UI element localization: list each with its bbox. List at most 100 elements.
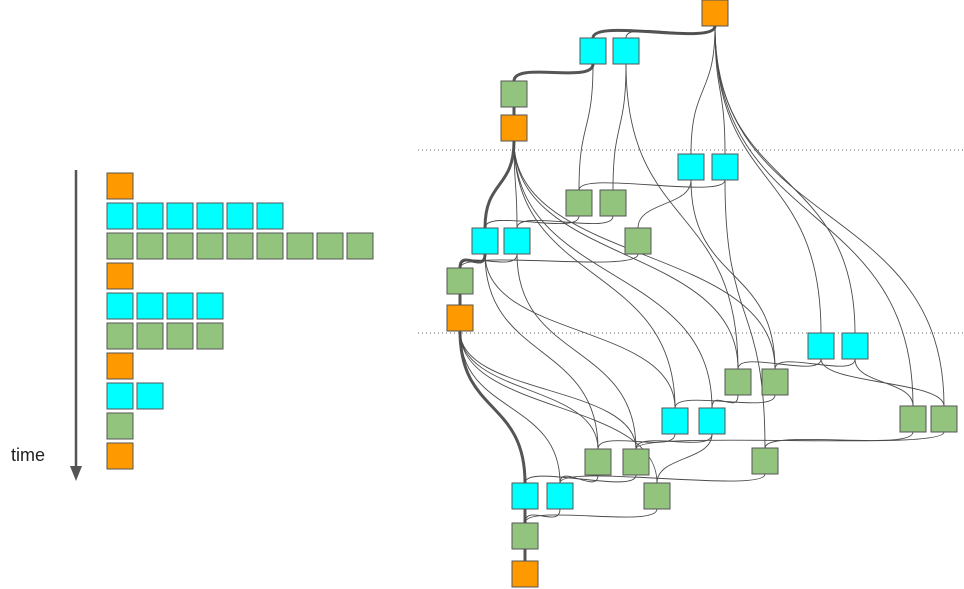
tree-edge [484, 253, 599, 450]
tree-node-green [622, 448, 650, 476]
tree-edge [774, 358, 856, 370]
tree-node-green [599, 189, 627, 217]
timeline-block-orange [106, 262, 134, 290]
tree-node-green [724, 368, 752, 396]
tree-edge [513, 140, 776, 370]
timeline-block-cyan [166, 202, 194, 230]
main-path-edge [483, 140, 516, 229]
timeline-block-green [196, 232, 224, 260]
timeline-block-green [166, 322, 194, 350]
timeline-block-green [346, 232, 374, 260]
main-path-edge [512, 63, 595, 82]
tree-edge [854, 358, 914, 407]
tree-edges [458, 25, 945, 561]
tree-node-cyan [841, 332, 869, 360]
tree-edge [524, 474, 637, 484]
tree-node-orange [701, 0, 729, 27]
timeline-block-orange [106, 172, 134, 200]
tree-node-cyan [503, 227, 531, 255]
tree-node-green [643, 482, 671, 510]
tree-edge [597, 433, 676, 450]
tree-edge [524, 508, 561, 524]
tree-node-orange [511, 560, 539, 588]
tree-edge [674, 394, 776, 409]
tree-node-green [751, 447, 779, 475]
tree-edge [559, 473, 766, 484]
tree-edge [714, 25, 914, 407]
tree-node-cyan [612, 37, 640, 65]
tree-node-green [500, 80, 528, 108]
tree-edge [516, 215, 614, 229]
tree-node-green [930, 405, 958, 433]
timeline-block-green [106, 232, 134, 260]
timeline-block-green [316, 232, 344, 260]
tree-edge [578, 179, 726, 191]
timeline-grid [106, 172, 374, 470]
tree-edge [484, 215, 580, 229]
tree-node-green [511, 522, 539, 550]
tree-nodes [446, 0, 958, 588]
time-axis: time [11, 170, 82, 481]
timeline-block-cyan [106, 382, 134, 410]
tree-node-green [761, 368, 789, 396]
timeline-block-cyan [226, 202, 254, 230]
timeline-block-cyan [106, 202, 134, 230]
tree-edge [513, 140, 713, 409]
tree-edge [459, 330, 599, 450]
tree-edge [714, 25, 822, 334]
timeline-block-green [106, 412, 134, 440]
tree-node-green [565, 189, 593, 217]
tree-node-cyan [546, 482, 574, 510]
tree-edge [625, 63, 739, 370]
tree-edge [578, 63, 594, 191]
timeline-block-cyan [196, 292, 224, 320]
tree-node-green [624, 227, 652, 255]
tree-node-green [584, 448, 612, 476]
timeline-block-cyan [106, 292, 134, 320]
timeline-block-orange [106, 352, 134, 380]
tree-node-cyan [807, 332, 835, 360]
tree-node-orange [500, 114, 528, 142]
tree-edge [764, 431, 914, 449]
timeline-block-green [106, 322, 134, 350]
timeline-block-green [256, 232, 284, 260]
tree-node-cyan [579, 37, 607, 65]
timeline-block-cyan [166, 292, 194, 320]
tree-edge [690, 179, 776, 370]
tree-edge [524, 508, 658, 524]
tree-node-cyan [661, 407, 689, 435]
tree-node-orange [446, 304, 474, 332]
timeline-block-orange [106, 442, 134, 470]
tree-edge [513, 140, 739, 370]
tree-edge [724, 179, 766, 449]
main-path-edge [458, 330, 527, 484]
tree-edge [656, 433, 713, 484]
timeline-block-cyan [196, 202, 224, 230]
tree-edge [635, 431, 945, 450]
timeline-block-green [286, 232, 314, 260]
tree-node-green [446, 267, 474, 295]
main-path-edge [591, 25, 717, 39]
tree-edge [737, 358, 822, 370]
timeline-block-green [136, 322, 164, 350]
tree-node-green [899, 405, 927, 433]
tree-edge [484, 253, 676, 409]
tree-node-cyan [677, 153, 705, 181]
tree-edge [459, 330, 561, 484]
tree-edge [459, 253, 639, 269]
tree-node-cyan [711, 153, 739, 181]
timeline-block-cyan [136, 382, 164, 410]
tree-edge [513, 140, 676, 409]
timeline-block-green [226, 232, 254, 260]
timeline-block-green [136, 232, 164, 260]
time-axis-label: time [11, 445, 45, 465]
tree-edge [612, 63, 627, 191]
timeline-block-green [196, 322, 224, 350]
tree-edge [516, 253, 637, 450]
tree-edge [459, 253, 518, 269]
timeline-block-cyan [136, 202, 164, 230]
tree-edge [459, 330, 637, 450]
timeline-block-cyan [256, 202, 284, 230]
time-axis-arrowhead [70, 466, 82, 481]
